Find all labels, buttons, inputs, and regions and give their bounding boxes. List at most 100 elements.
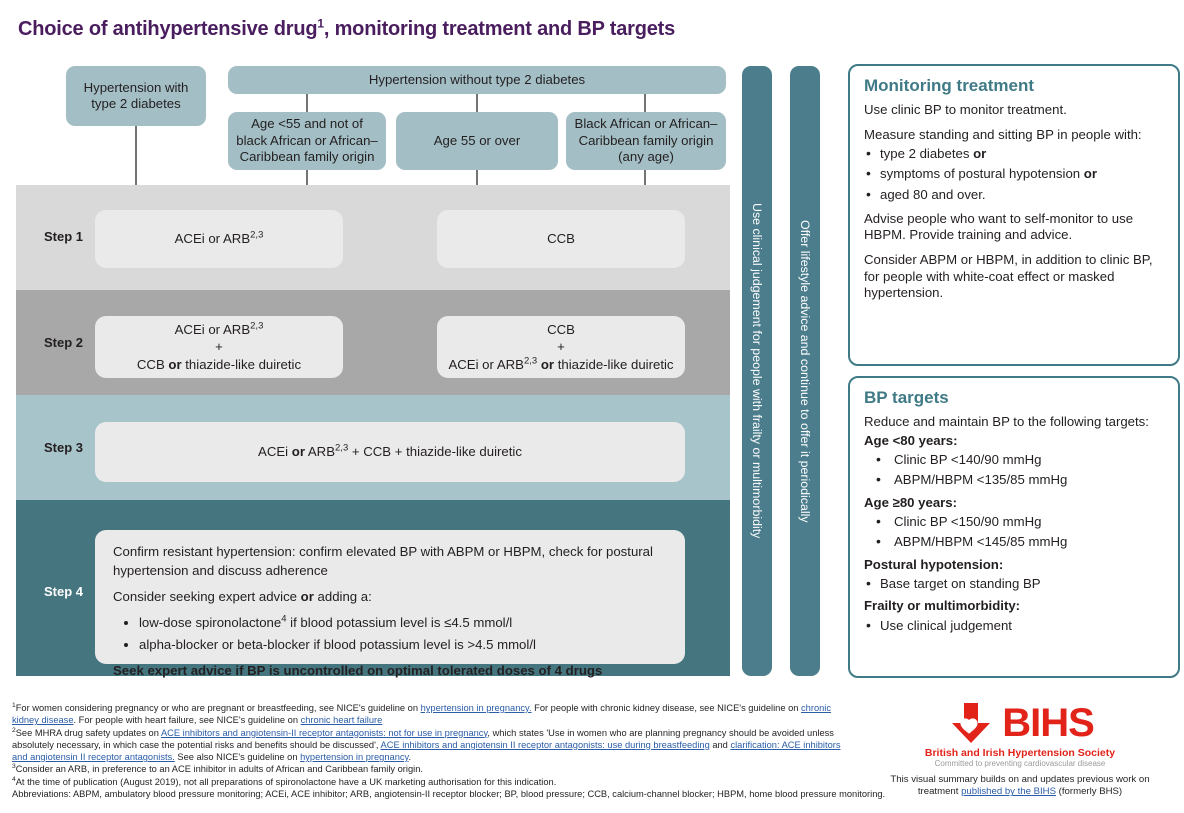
bp-targets-g4-bullet-1: Use clinical judgement — [864, 616, 1164, 634]
bihs-logo-row: BIHS — [870, 700, 1170, 746]
subgroup-box-age-55-or-over[interactable]: Age 55 or over — [396, 112, 558, 170]
bp-targets-group-2-heading-text: Age ≥80 years: — [864, 494, 958, 510]
bihs-caption-a: This visual summary builds on and update… — [890, 774, 1150, 798]
entry-box-diabetes-label: Hypertension with type 2 diabetes — [83, 79, 189, 112]
monitoring-bullet-2-bold: or — [1083, 166, 1097, 182]
step4-paragraph-1: Confirm resistant hypertension: confirm … — [113, 544, 653, 579]
step-1-label: Step 1 — [44, 229, 84, 244]
step2-box-right[interactable]: CCB + ACEi or ARB2,3 or thiazide-like du… — [437, 316, 685, 378]
page-title-text-2: , monitoring treatment and BP targets — [323, 18, 676, 40]
footnote-1-t2: For people with chronic kidney disease, … — [531, 703, 802, 713]
monitoring-heading: Monitoring treatment — [864, 76, 1034, 95]
subgroup-black-african-label: Black African or African–Caribbean famil… — [574, 116, 718, 165]
subgroup-age-55-over-label: Age 55 or over — [433, 132, 521, 148]
step4-bullet-1-b: if blood potassium level is ≤4.5 mmol/l — [286, 615, 513, 631]
monitoring-bullet-1: type 2 diabetes or — [864, 144, 1164, 162]
step4-p2-or: or — [300, 589, 314, 605]
step4-p3-text: Seek expert advice if BP is uncontrolled… — [113, 662, 603, 678]
footnotes: 1For women considering pregnancy or who … — [12, 702, 848, 788]
footnote-3-marker: 3 — [12, 763, 16, 771]
step4-bullet-1-superscript: 4 — [281, 614, 287, 626]
step4-p2-c: adding a: — [313, 589, 372, 605]
step1-box-acei-arb[interactable]: ACEi or ARB2,3 — [95, 210, 343, 268]
step2-right-line3-or: or — [537, 356, 558, 372]
footnote-2-link-hypertension-in-pregnancy[interactable]: hypertension in pregnancy — [300, 752, 409, 763]
step2-box-left[interactable]: ACEi or ARB2,3 + CCB or thiazide-like du… — [95, 316, 343, 378]
step4-bullet-2: alpha-blocker or beta-blocker if blood p… — [139, 635, 667, 654]
entry-box-hypertension-with-diabetes[interactable]: Hypertension with type 2 diabetes — [66, 66, 206, 126]
step-4-label: Step 4 — [44, 584, 84, 599]
abbreviations-line: Abbreviations: ABPM, ambulatory blood pr… — [12, 789, 886, 799]
footnote-2-t1: See MHRA drug safety updates on — [15, 727, 161, 738]
panel-bp-targets: BP targets Reduce and maintain BP to the… — [848, 376, 1180, 678]
bihs-wordmark: BIHS — [1002, 701, 1095, 745]
step2-right-line3c: thiazide-like duiretic — [557, 356, 674, 372]
monitoring-bullet-1-text: type 2 diabetes — [880, 146, 974, 162]
monitoring-paragraph-1: Use clinic BP to monitor treatment. — [864, 102, 1067, 117]
footnote-4-marker: 4 — [12, 775, 16, 783]
bihs-caption-b: (formerly BHS) — [1056, 786, 1123, 798]
monitoring-paragraph-2: Measure standing and sitting BP in peopl… — [864, 126, 1142, 142]
footnote-2-link-not-for-use-in-pregnancy[interactable]: ACE inhibitors and angiotensin-II recept… — [160, 727, 488, 738]
footnote-2-link-clarification[interactable]: clarification: ACE inhibitors and angiot… — [12, 739, 841, 763]
panel-monitoring-treatment: Monitoring treatment Use clinic BP to mo… — [848, 64, 1180, 366]
footnote-3-text: Consider an ARB, in preference to an ACE… — [15, 764, 423, 775]
monitoring-bullet-list: type 2 diabetes or symptoms of postural … — [864, 144, 1164, 203]
bp-targets-paragraph-1: Reduce and maintain BP to the following … — [864, 414, 1149, 429]
step1-left-text: ACEi or ARB — [174, 231, 251, 247]
bp-targets-g3-bullet-1: Base target on standing BP — [864, 574, 1164, 592]
bihs-logo-block: BIHS British and Irish Hypertension Soci… — [870, 700, 1170, 799]
step4-box[interactable]: Confirm resistant hypertension: confirm … — [95, 530, 685, 678]
subgroup-box-age-under-55[interactable]: Age <55 and not of black African or Afri… — [228, 112, 386, 170]
bp-targets-g2-bullet-2: ABPM/HBPM <145/85 mmHg — [864, 532, 1164, 550]
step1-box-ccb[interactable]: CCB — [437, 210, 685, 268]
step3-text-c: ARB — [304, 444, 336, 460]
step2-left-line1: ACEi or ARB — [174, 322, 251, 338]
sidebar-use-clinical-judgement[interactable]: Use clinical judgement for people with f… — [742, 66, 772, 676]
step2-left-plus: + — [215, 339, 223, 355]
bp-targets-g1-bullet-2: ABPM/HBPM <135/85 mmHg — [864, 470, 1164, 488]
bp-targets-group-1-heading: Age <80 years: — [864, 433, 1164, 450]
footnote-2-link-use-during-breastfeeding[interactable]: ACE inhibitors and angiotensin II recept… — [380, 739, 710, 750]
step4-p2-a: Consider seeking expert advice — [113, 589, 301, 605]
step4-paragraph-2: Consider seeking expert advice or adding… — [113, 587, 667, 606]
footnote-1-link-chronic-heart-failure[interactable]: chronic heart failure — [300, 715, 383, 726]
bihs-caption-link[interactable]: published by the BIHS — [961, 786, 1057, 798]
step3-text-a: ACEi — [258, 444, 292, 460]
entry-box-no-diabetes-label: Hypertension without type 2 diabetes — [368, 71, 586, 87]
footnote-4: 4At the time of publication (August 2019… — [12, 776, 848, 788]
footnote-1-link-chronic-kidney-disease[interactable]: chronic kidney disease — [12, 703, 832, 726]
bp-targets-g1-bullet-1: Clinic BP <140/90 mmHg — [864, 450, 1164, 468]
bp-targets-group-4-heading: Frailty or multimorbidity: — [864, 598, 1164, 615]
monitoring-bullet-1-bold: or — [973, 146, 987, 162]
step3-box[interactable]: ACEi or ARB2,3 + CCB + thiazide-like dui… — [95, 422, 685, 482]
entry-box-hypertension-without-diabetes[interactable]: Hypertension without type 2 diabetes — [228, 66, 726, 94]
bp-targets-group-2-list: Clinic BP <150/90 mmHg ABPM/HBPM <145/85… — [864, 512, 1164, 551]
bp-targets-group-3-heading-text: Postural hypotension: — [864, 556, 1004, 572]
footnote-1-t3: . For people with heart failure, see NIC… — [73, 715, 301, 726]
page-title-superscript: 1 — [317, 16, 324, 31]
sidebar-lifestyle-label: Offer lifestyle advice and continue to o… — [798, 219, 812, 523]
step2-right-line3-superscript: 2,3 — [523, 355, 538, 367]
footnote-3: 3Consider an ARB, in preference to an AC… — [12, 763, 848, 775]
subgroup-box-black-african[interactable]: Black African or African–Caribbean famil… — [566, 112, 726, 170]
step2-right-line1: CCB — [547, 322, 575, 338]
bp-targets-group-3-heading: Postural hypotension: — [864, 557, 1164, 574]
step3-text-d: + CCB + thiazide-like duiretic — [348, 444, 522, 460]
footnote-1: 1For women considering pregnancy or who … — [12, 702, 848, 727]
step3-superscript: 2,3 — [335, 443, 349, 455]
bp-targets-group-2-heading: Age ≥80 years: — [864, 495, 1164, 512]
bp-targets-group-4-heading-text: Frailty or multimorbidity: — [864, 598, 1021, 614]
footnote-1-t1: For women considering pregnancy or who a… — [15, 703, 421, 713]
monitoring-bullet-3: aged 80 and over. — [864, 185, 1164, 203]
step2-left-line3c: thiazide-like duiretic — [181, 356, 302, 372]
step4-bullet-list: low-dose spironolactone4 if blood potass… — [113, 613, 667, 653]
footnote-1-link-hypertension-in-pregnancy[interactable]: hypertension in pregnancy. — [420, 703, 532, 713]
bp-targets-group-1-list: Clinic BP <140/90 mmHg ABPM/HBPM <135/85… — [864, 450, 1164, 489]
bp-targets-heading: BP targets — [864, 388, 949, 407]
monitoring-bullet-2: symptoms of postural hypotension or — [864, 164, 1164, 182]
sidebar-offer-lifestyle-advice[interactable]: Offer lifestyle advice and continue to o… — [790, 66, 820, 676]
footnote-2-t3: and — [709, 739, 731, 750]
step2-left-line3a: CCB — [136, 356, 169, 372]
bp-targets-group-3-list: Base target on standing BP — [864, 574, 1164, 592]
